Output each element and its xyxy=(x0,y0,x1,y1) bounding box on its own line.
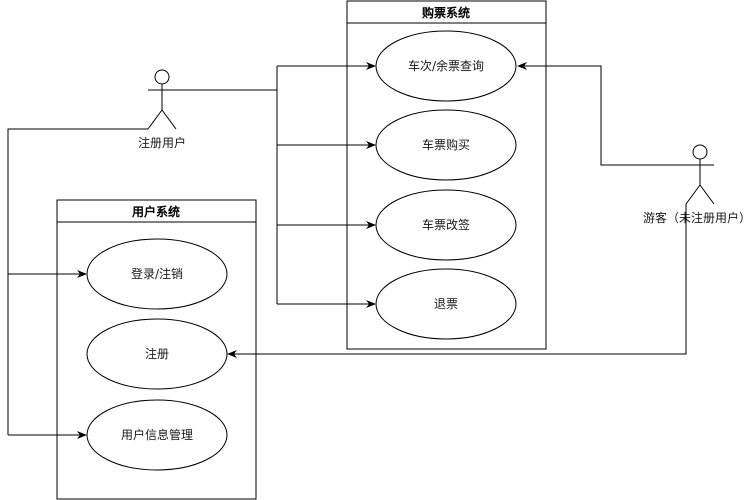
use-case-change[interactable]: 车票改签 xyxy=(375,189,517,261)
use-case-refund[interactable]: 退票 xyxy=(375,268,517,340)
use-case-profile[interactable]: 用户信息管理 xyxy=(86,399,228,471)
connectors-registered-ticket xyxy=(176,62,376,308)
use-case-login[interactable]: 登录/注销 xyxy=(86,238,228,310)
use-case-register[interactable]: 注册 xyxy=(86,318,228,390)
ticket-system-title: 购票系统 xyxy=(422,5,470,20)
svg-text:车票购买: 车票购买 xyxy=(422,137,470,152)
svg-text:用户信息管理: 用户信息管理 xyxy=(121,427,193,442)
connectors-registered-user xyxy=(7,128,148,439)
user-system-title: 用户系统 xyxy=(131,204,180,219)
svg-text:注册: 注册 xyxy=(145,346,169,361)
svg-text:车票改签: 车票改签 xyxy=(422,217,470,232)
use-case-purchase[interactable]: 车票购买 xyxy=(375,109,517,181)
connectors-visitor xyxy=(227,62,687,358)
actor-registered-user[interactable]: 注册用户 xyxy=(138,69,186,150)
use-case-query[interactable]: 车次/余票查询 xyxy=(375,30,517,102)
svg-text:车次/余票查询: 车次/余票查询 xyxy=(408,58,484,73)
actor-label: 注册用户 xyxy=(138,135,186,150)
actor-visitor[interactable]: 游客（未注册用户） xyxy=(643,144,751,225)
actor-label: 游客（未注册用户） xyxy=(643,210,751,225)
stick-figure-icon xyxy=(147,69,177,130)
svg-text:登录/注销: 登录/注销 xyxy=(131,266,183,281)
stick-figure-icon xyxy=(685,144,715,205)
svg-text:退票: 退票 xyxy=(434,297,458,311)
